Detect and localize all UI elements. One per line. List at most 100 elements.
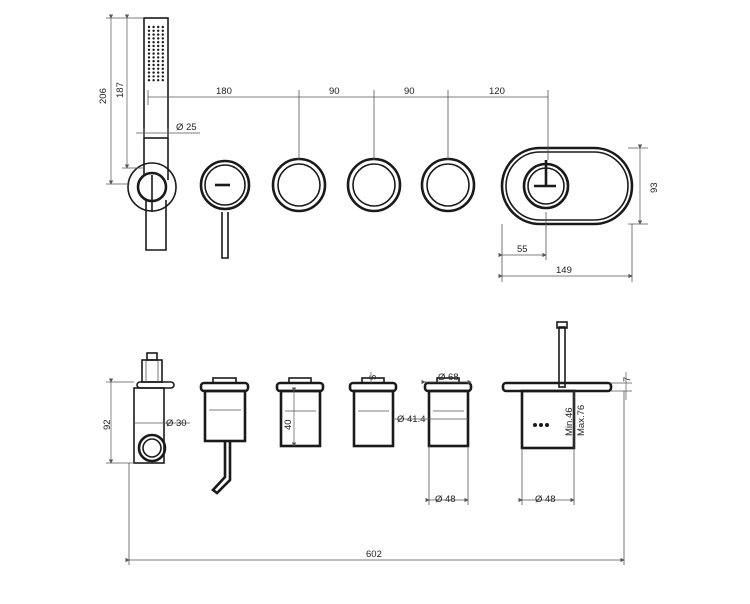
knob-front-3 xyxy=(420,157,476,213)
spray-dot xyxy=(152,63,155,67)
spray-face-dots xyxy=(147,25,164,82)
spray-dot xyxy=(161,63,164,67)
spray-dot xyxy=(152,25,155,29)
spray-dot xyxy=(157,71,160,74)
side-dimensions xyxy=(106,372,632,565)
spray-dot xyxy=(157,41,160,44)
spray-dot xyxy=(157,63,160,67)
spray-dot xyxy=(161,67,164,71)
dim-90-a: 90 xyxy=(329,86,340,97)
spray-dot xyxy=(157,44,160,48)
knob-front-1 xyxy=(271,157,327,213)
spray-dot xyxy=(152,75,155,78)
spray-dot xyxy=(161,41,164,44)
spray-dot xyxy=(161,37,164,40)
dim-55: 55 xyxy=(517,244,528,255)
spray-dot xyxy=(157,67,160,71)
spray-dot xyxy=(147,25,151,29)
spray-dot xyxy=(152,52,155,55)
knob-side-3 xyxy=(423,377,473,448)
dim-120: 120 xyxy=(489,86,505,97)
dim-180: 180 xyxy=(216,86,232,97)
spray-dot xyxy=(161,48,164,51)
spray-dot xyxy=(152,41,155,44)
spray-dot xyxy=(147,52,151,55)
spray-dot xyxy=(152,79,155,82)
dim-602: 602 xyxy=(366,549,382,560)
top-view: 206 187 180 90 90 120 Ø 25 93 55 149 xyxy=(98,14,660,282)
spray-dot xyxy=(161,29,164,32)
spray-dot xyxy=(161,25,164,29)
spray-dot xyxy=(147,63,151,67)
spray-dot xyxy=(161,52,164,55)
spray-dot xyxy=(161,71,164,74)
spray-dot xyxy=(157,37,160,40)
top-dimensions xyxy=(106,14,648,282)
spray-dot xyxy=(157,33,160,36)
dim-max-76: Max.76 xyxy=(576,405,587,436)
dim-min-46: Min.46 xyxy=(564,407,575,436)
spray-dot xyxy=(157,25,160,29)
dim-dia-25: Ø 25 xyxy=(176,122,197,133)
dim-dia-41-4: Ø 41.4 xyxy=(397,414,426,425)
dim-149: 149 xyxy=(556,265,572,276)
mixer-side xyxy=(501,321,613,450)
spray-dot xyxy=(152,44,155,48)
spray-dot xyxy=(147,60,151,63)
spray-dot xyxy=(157,48,160,51)
spray-dot xyxy=(152,37,155,40)
knob-side-1 xyxy=(275,377,325,448)
spray-dot xyxy=(147,79,151,82)
spray-dot xyxy=(147,41,151,44)
dim-7: 7 xyxy=(622,377,633,382)
spray-dot xyxy=(152,60,155,63)
oval-plate-front xyxy=(500,146,634,226)
dim-93: 93 xyxy=(649,182,660,193)
spray-dot xyxy=(157,75,160,78)
spray-dot xyxy=(152,29,155,32)
spray-dot xyxy=(157,56,160,59)
spray-dot xyxy=(147,75,151,78)
spray-dot xyxy=(161,75,164,78)
spray-dot xyxy=(161,44,164,48)
knob-side-2 xyxy=(348,377,398,448)
dim-dia-48-b: Ø 48 xyxy=(535,494,556,505)
spray-dot xyxy=(157,60,160,63)
dim-206: 206 xyxy=(98,88,109,104)
spray-dot xyxy=(147,71,151,74)
diverter-side xyxy=(199,377,250,495)
spray-dot xyxy=(147,29,151,32)
spray-dot xyxy=(161,60,164,63)
spray-dot xyxy=(152,48,155,51)
spray-dot xyxy=(147,44,151,48)
spray-dot xyxy=(147,37,151,40)
spray-dot xyxy=(147,33,151,36)
spray-dot xyxy=(161,79,164,82)
handshower-holder-side xyxy=(133,352,175,464)
dim-92: 92 xyxy=(102,419,113,430)
dim-dia-68: Ø 68 xyxy=(438,372,459,383)
spray-dot xyxy=(147,48,151,51)
dim-dia-30: Ø 30 xyxy=(166,418,187,429)
dim-40: 40 xyxy=(283,419,294,430)
spray-dot xyxy=(161,56,164,59)
spray-dot xyxy=(152,71,155,74)
spray-dot xyxy=(152,67,155,71)
handshower-front xyxy=(127,17,177,251)
dim-5: 5 xyxy=(368,375,379,380)
spray-dot xyxy=(157,79,160,82)
spray-dot xyxy=(147,67,151,71)
spray-dot xyxy=(152,33,155,36)
dim-dia-48-a: Ø 48 xyxy=(435,494,456,505)
side-view: 92 Ø 30 40 5 Ø 68 Ø 41.4 Ø 48 Ø 48 Min.4… xyxy=(102,321,633,565)
spray-dot xyxy=(147,56,151,59)
spray-dot xyxy=(157,29,160,32)
spray-dot xyxy=(152,56,155,59)
dim-90-b: 90 xyxy=(404,86,415,97)
spray-dot xyxy=(161,33,164,36)
diverter-knob-front xyxy=(199,159,251,259)
spray-dot xyxy=(157,52,160,55)
dim-187: 187 xyxy=(115,82,126,98)
